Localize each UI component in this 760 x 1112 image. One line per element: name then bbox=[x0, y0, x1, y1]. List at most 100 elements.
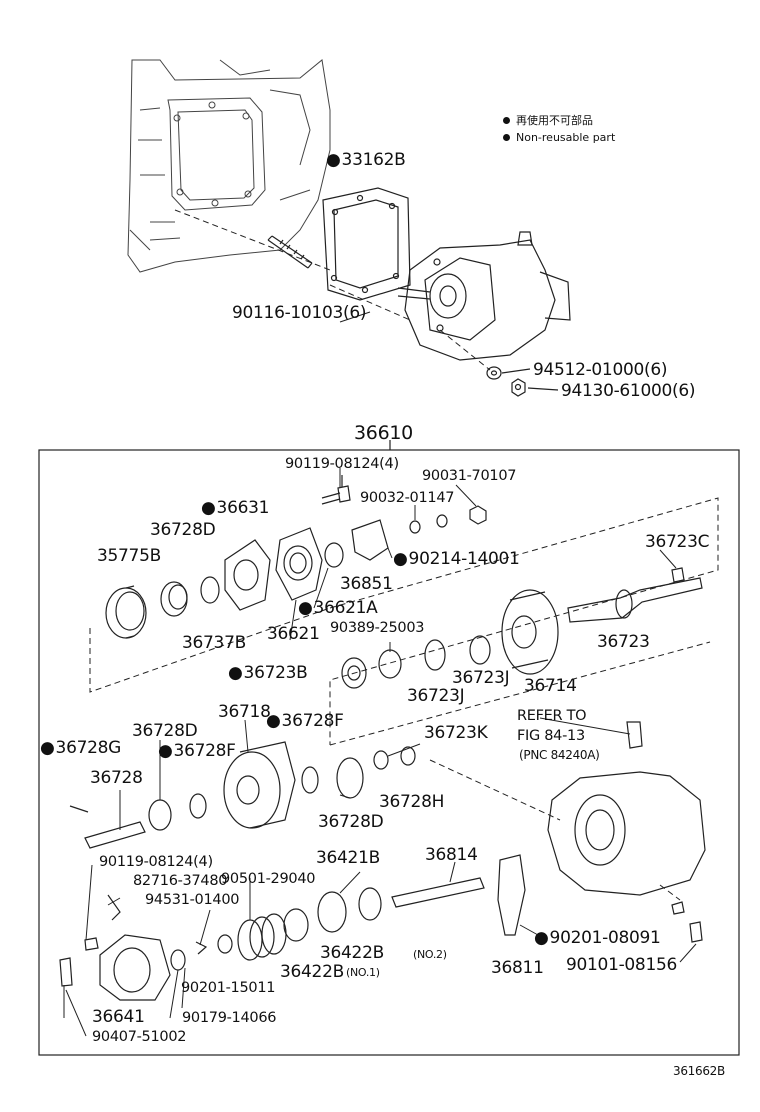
refer-line-1: REFER TO bbox=[517, 708, 587, 724]
ring-36728F-a bbox=[301, 766, 319, 794]
bolt-right bbox=[671, 901, 703, 943]
seal-90179 bbox=[170, 949, 186, 971]
label-94512[interactable]: 94512-01000(6) bbox=[533, 360, 668, 380]
washer-90201-b bbox=[217, 934, 233, 954]
label-36421B[interactable]: 36421B bbox=[316, 848, 380, 868]
label-36723C[interactable]: 36723C bbox=[645, 532, 710, 552]
label-90179[interactable]: 90179-14066 bbox=[182, 1010, 277, 1026]
pto-unit-drawing bbox=[397, 231, 571, 361]
label-36737B[interactable]: 36737B bbox=[182, 633, 246, 653]
plate-36422B-2 bbox=[358, 887, 382, 921]
gear-36718 bbox=[223, 741, 296, 829]
label-82716[interactable]: 82716-37480 bbox=[133, 873, 228, 889]
label-90116[interactable]: 90116-10103(6) bbox=[232, 303, 367, 323]
label-90119-b[interactable]: 90119-08124(4) bbox=[99, 854, 213, 870]
legend-jp: 再使用不可部品 bbox=[516, 114, 593, 127]
label-90407[interactable]: 90407-51002 bbox=[92, 1029, 187, 1045]
label-36728G[interactable]: 36728G bbox=[40, 738, 122, 758]
label-36728D-b[interactable]: 36728D bbox=[132, 721, 198, 741]
label-90501[interactable]: 90501-29040 bbox=[221, 871, 316, 887]
legend-row-en: Non-reusable part bbox=[503, 129, 615, 146]
label-90214[interactable]: 90214-14001 bbox=[393, 549, 520, 569]
alignment-lines bbox=[89, 209, 719, 901]
bearing-36723J-b bbox=[424, 639, 446, 671]
label-36728F-a[interactable]: 36728F bbox=[266, 711, 344, 731]
gasket-hole bbox=[233, 559, 259, 591]
label-36728[interactable]: 36728 bbox=[90, 768, 143, 788]
ring-36728F-b bbox=[189, 793, 207, 819]
label-36422B-1-note: (NO.1) bbox=[346, 966, 380, 979]
label-90032[interactable]: 90032-01147 bbox=[360, 490, 455, 506]
washer-small bbox=[409, 520, 421, 534]
label-90201-b[interactable]: 90201-15011 bbox=[181, 980, 276, 996]
bolt-drawing bbox=[321, 475, 351, 505]
label-36621A[interactable]: 36621A bbox=[298, 598, 378, 618]
label-36714[interactable]: 36714 bbox=[524, 676, 577, 696]
pin-36728G bbox=[69, 805, 89, 813]
label-94130[interactable]: 94130-61000(6) bbox=[561, 381, 696, 401]
cover-36421B bbox=[317, 891, 347, 933]
bearing-36728D-c bbox=[336, 757, 364, 799]
label-36723[interactable]: 36723 bbox=[597, 632, 650, 652]
legend: 再使用不可部品 Non-reusable part bbox=[503, 112, 615, 146]
legend-row-jp: 再使用不可部品 bbox=[503, 112, 615, 129]
label-36723J-b[interactable]: 36723J bbox=[407, 686, 465, 706]
shaft-36723 bbox=[567, 577, 703, 623]
label-36728D-a[interactable]: 36728D bbox=[150, 520, 216, 540]
label-90201-a[interactable]: 90201-08091 bbox=[534, 928, 661, 948]
gear-36714 bbox=[501, 589, 559, 675]
gasket-36631 bbox=[224, 539, 271, 611]
label-36718[interactable]: 36718 bbox=[218, 702, 271, 722]
washer-36723K bbox=[373, 750, 389, 770]
breather-plug bbox=[626, 721, 643, 749]
label-36728D-c[interactable]: 36728D bbox=[318, 812, 384, 832]
bearing-36723J-a bbox=[469, 635, 491, 665]
label-36422B-2[interactable]: 36422B bbox=[320, 943, 384, 963]
refer-line-3: (PNC 84240A) bbox=[519, 748, 600, 762]
figure-id: 361662B bbox=[673, 1064, 725, 1078]
label-90119-a[interactable]: 90119-08124(4) bbox=[285, 456, 399, 472]
label-90389[interactable]: 90389-25003 bbox=[330, 620, 425, 636]
label-33162B[interactable]: 33162B bbox=[326, 150, 406, 170]
label-36814[interactable]: 36814 bbox=[425, 845, 478, 865]
label-36641[interactable]: 36641 bbox=[92, 1007, 145, 1027]
bearing-36728D-b bbox=[148, 799, 172, 831]
plug-36723C bbox=[671, 567, 685, 583]
shaft-36728 bbox=[84, 821, 146, 849]
label-90031[interactable]: 90031-70107 bbox=[422, 468, 517, 484]
refer-line-2: FIG 84-13 bbox=[517, 728, 585, 744]
ring-36737B bbox=[200, 576, 220, 604]
label-36723J-a[interactable]: 36723J bbox=[452, 668, 510, 688]
label-35775B[interactable]: 35775B bbox=[97, 546, 161, 566]
washer-36728H bbox=[400, 746, 416, 766]
spacer-90389 bbox=[378, 649, 402, 679]
assembly-box bbox=[38, 449, 740, 1056]
label-36811[interactable]: 36811 bbox=[491, 958, 544, 978]
label-36728H[interactable]: 36728H bbox=[379, 792, 445, 812]
bolt-90119-b bbox=[84, 937, 99, 951]
label-36723K[interactable]: 36723K bbox=[424, 723, 488, 743]
label-assembly-36610[interactable]: 36610 bbox=[354, 422, 413, 444]
label-90101[interactable]: 90101-08156 bbox=[566, 955, 677, 975]
seal-36621A bbox=[324, 542, 344, 568]
pto-case-drawing bbox=[547, 771, 706, 896]
label-36422B-2-note: (NO.2) bbox=[413, 948, 447, 961]
spring-90501 bbox=[237, 913, 287, 961]
washer-small-2 bbox=[436, 514, 448, 528]
nut-small bbox=[469, 505, 487, 525]
label-36723B[interactable]: 36723B bbox=[228, 663, 308, 683]
plate-36851 bbox=[351, 519, 389, 561]
label-36422B-1[interactable]: 36422B bbox=[280, 962, 344, 982]
pin-90407 bbox=[59, 957, 73, 987]
plate-36422B-1 bbox=[283, 908, 309, 942]
clip-94531 bbox=[195, 941, 208, 955]
bearing-36728D-a bbox=[160, 581, 188, 617]
label-94531[interactable]: 94531-01400 bbox=[145, 892, 240, 908]
label-36851[interactable]: 36851 bbox=[340, 574, 393, 594]
bearing-35775B bbox=[105, 585, 147, 639]
label-36631[interactable]: 36631 bbox=[201, 498, 270, 518]
stud-drawing bbox=[267, 235, 313, 269]
label-36621[interactable]: 36621 bbox=[267, 624, 320, 644]
label-36728F-b[interactable]: 36728F bbox=[158, 741, 236, 761]
